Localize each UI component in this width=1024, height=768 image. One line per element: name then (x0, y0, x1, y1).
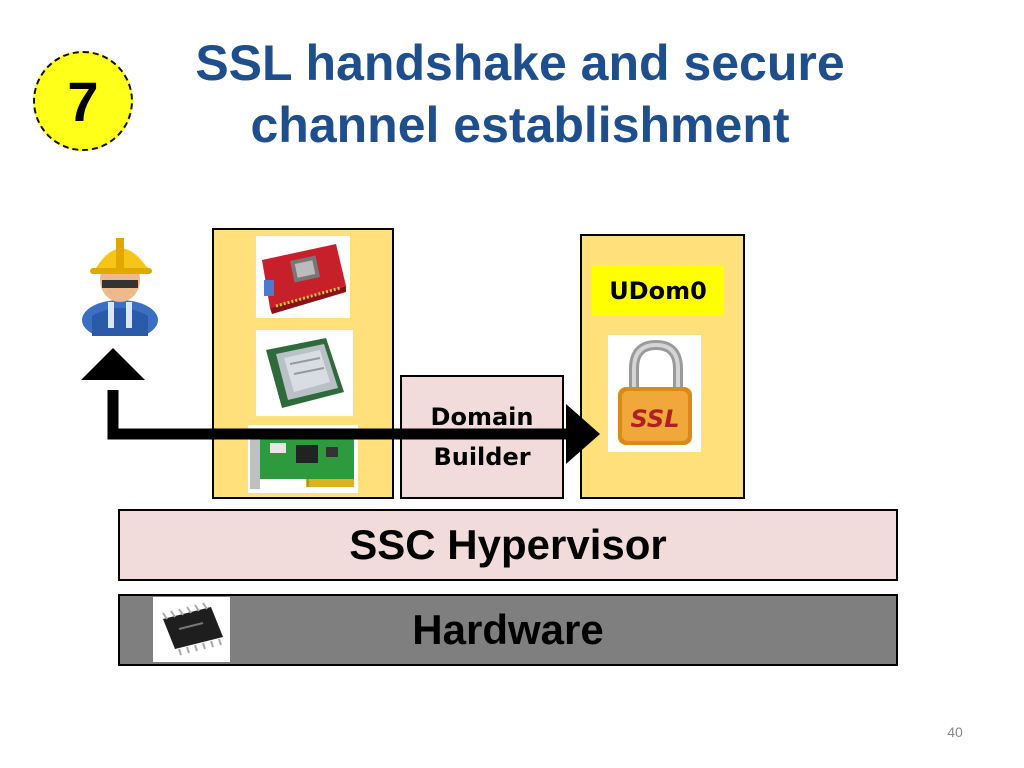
hardware-layer: Hardware (118, 594, 898, 666)
hypervisor-label: SSC Hypervisor (349, 521, 667, 568)
step-number-badge: 7 (33, 51, 133, 151)
ssc-hypervisor-layer: SSC Hypervisor (118, 509, 898, 581)
title-line-2: channel establishment (250, 97, 790, 153)
bidirectional-arrow-icon (81, 348, 600, 464)
title-line-1: SSL handshake and secure (195, 35, 845, 91)
cpu-chip-icon (256, 330, 353, 416)
domain-builder-label-line-2: Builder (433, 443, 531, 471)
page-number: 40 (947, 724, 963, 740)
step-number: 7 (67, 69, 99, 133)
udom0-label: UDom0 (592, 266, 724, 316)
domain-builder-label-line-1: Domain (430, 403, 534, 431)
hardware-chip-icon (153, 597, 230, 662)
ssl-lock-text: SSL (630, 405, 679, 433)
ssl-padlock-icon: SSL (608, 335, 701, 452)
worker-user-icon (78, 230, 162, 336)
slide-title: SSL handshake and secure channel establi… (130, 32, 910, 156)
hardware-label: Hardware (412, 606, 604, 653)
graphics-card-icon (256, 236, 350, 318)
